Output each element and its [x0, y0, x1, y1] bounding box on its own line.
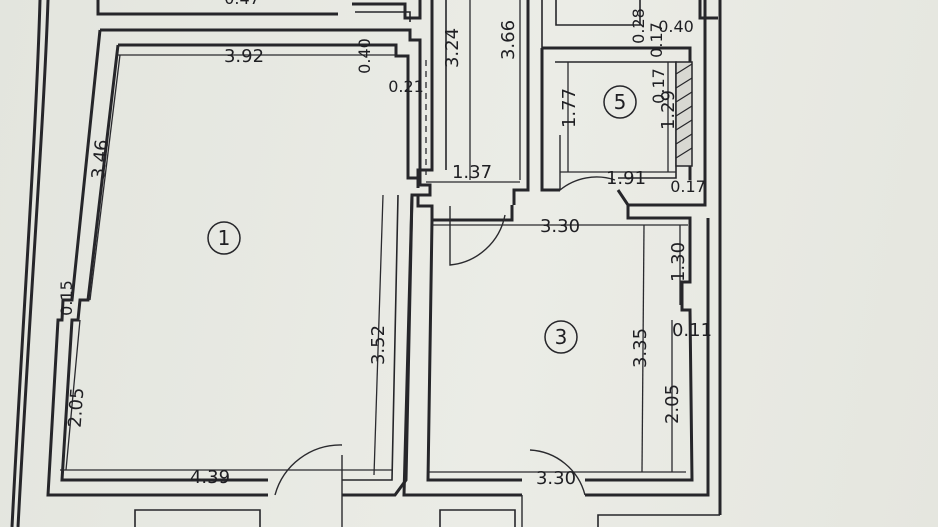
dim-room3-height: 3.35 [630, 328, 651, 368]
duct-hatching [675, 63, 693, 159]
room3-right [585, 205, 694, 482]
dimension-labels: 3.92 4.39 3.46 2.05 0.15 3.52 0.40 0.21 … [57, 0, 712, 489]
dim-wall-step-040: 0.40 [355, 38, 374, 74]
dim-room5-height: 1.77 [559, 88, 580, 128]
room-markers: 1 3 5 [207, 85, 637, 354]
dim-room5-top-040: 0.40 [658, 17, 694, 36]
dim-room3-top-width: 3.30 [540, 216, 580, 237]
room5-number: 5 [614, 90, 627, 114]
room1-right-wall [100, 28, 432, 497]
top-room-wall [96, 0, 338, 16]
dim-corridor-366: 3.66 [498, 20, 519, 60]
room3-outer-left [402, 194, 522, 497]
room5-circle [603, 85, 637, 119]
dim-room1-niche: 0.15 [57, 280, 76, 316]
door-room1-bottom [274, 444, 343, 527]
room5-left [540, 48, 560, 192]
top-step [355, 11, 411, 22]
room1-number: 1 [218, 226, 231, 250]
dim-room3-niche: 0.11 [672, 320, 712, 341]
window-left [134, 509, 261, 527]
room1-inner-right [342, 194, 399, 481]
window-middle [439, 509, 516, 527]
window-right [597, 514, 720, 527]
door-room3-bottom [521, 449, 586, 527]
dim-room5-right: 1.29 [658, 90, 679, 130]
corridor-left-wall [416, 0, 434, 188]
dimension-lines [60, 0, 688, 476]
dim-room3-right-upper: 1.30 [668, 242, 689, 282]
dim-room5-top-017: 0.17 [647, 22, 666, 58]
dim-room5-side-017: 0.17 [649, 68, 668, 104]
room5-bottom-right [616, 0, 707, 207]
door-room3-top [449, 206, 506, 266]
dim-room1-left-upper: 3.46 [88, 138, 113, 180]
dim-corridor-137: 1.37 [452, 162, 492, 183]
top-right-corner [698, 0, 718, 20]
dim-top-cut: 0.47 [224, 0, 260, 8]
doors [274, 60, 616, 527]
dim-corridor-324: 3.24 [442, 28, 463, 68]
room1-inner-top [118, 43, 418, 180]
dim-room1-bottom-width: 4.39 [190, 467, 230, 488]
room3-circle [544, 320, 578, 354]
room3-top-left [416, 195, 514, 222]
dim-room1-left-lower: 2.05 [65, 387, 89, 428]
outer-left-wall-inner [10, 0, 42, 527]
room1-inner-left [60, 44, 268, 482]
dim-room5-bottom-017: 0.17 [670, 177, 706, 196]
dim-room3-right-lower: 2.05 [662, 384, 683, 424]
door-room5 [559, 135, 616, 192]
ventilation-duct [675, 61, 693, 167]
room3-left [426, 219, 522, 482]
dim-room5-top-028: 0.28 [629, 8, 648, 44]
top-right-room [555, 0, 641, 26]
room1-circle [207, 221, 241, 255]
dim-room5-width: 1.91 [606, 168, 646, 189]
room3-number: 3 [555, 325, 568, 349]
room3-outer-right [585, 218, 710, 497]
room1-left-wall [46, 29, 268, 497]
dim-room1-right-height: 3.52 [368, 325, 389, 365]
dim-room3-bottom-width: 3.30 [536, 468, 576, 489]
outer-left-wall [16, 0, 50, 527]
dim-wall-step-021: 0.21 [388, 77, 424, 96]
dim-room1-top-width: 3.92 [224, 46, 264, 67]
walls [10, 0, 722, 527]
corridor-right-wall [512, 0, 530, 205]
top-room-right [352, 0, 422, 20]
